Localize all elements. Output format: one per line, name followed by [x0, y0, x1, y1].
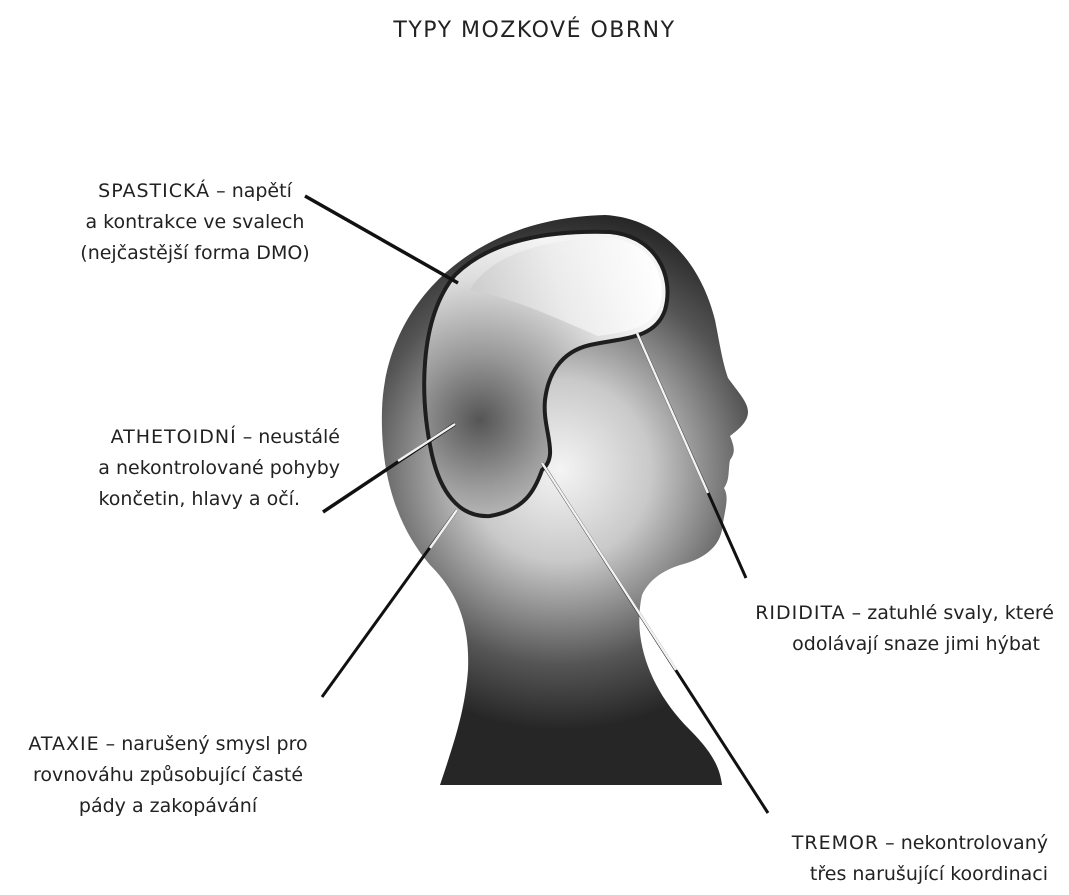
- label-spasticka: SPASTICKÁ – napětí a kontrakce ve svalec…: [45, 176, 345, 269]
- label-ataxie-line1: ATAXIE – narušený smysl pro: [8, 729, 328, 760]
- label-tremor-line1: TREMOR – nekontrolovaný: [752, 828, 1048, 859]
- label-athetoidni: ATHETOIDNÍ – neustálé a nekontrolované p…: [40, 422, 340, 515]
- label-rigidita-line2: odolávají snaze jimi hýbat: [738, 629, 1054, 660]
- label-athetoidni-line3: končetin, hlavy a očí.: [40, 484, 340, 515]
- label-spasticka-line2: a kontrakce ve svalech: [45, 207, 345, 238]
- label-tremor: TREMOR – nekontrolovaný třes narušující …: [752, 828, 1048, 890]
- label-athetoidni-line1: ATHETOIDNÍ – neustálé: [40, 422, 340, 453]
- label-spasticka-line3: (nejčastější forma DMO): [45, 238, 345, 269]
- label-rigidita-line1: RIDIDITA – zatuhlé svaly, které: [738, 598, 1054, 629]
- label-ataxie-line3: pády a zakopávání: [8, 791, 328, 822]
- label-tremor-line2: třes narušující koordinaci: [752, 859, 1048, 890]
- label-rigidita: RIDIDITA – zatuhlé svaly, které odolávaj…: [738, 598, 1054, 660]
- label-ataxie-line2: rovnováhu způsobující časté: [8, 760, 328, 791]
- label-ataxie: ATAXIE – narušený smysl pro rovnováhu zp…: [8, 729, 328, 822]
- label-spasticka-line1: SPASTICKÁ – napětí: [45, 176, 345, 207]
- label-athetoidni-line2: a nekontrolované pohyby: [40, 453, 340, 484]
